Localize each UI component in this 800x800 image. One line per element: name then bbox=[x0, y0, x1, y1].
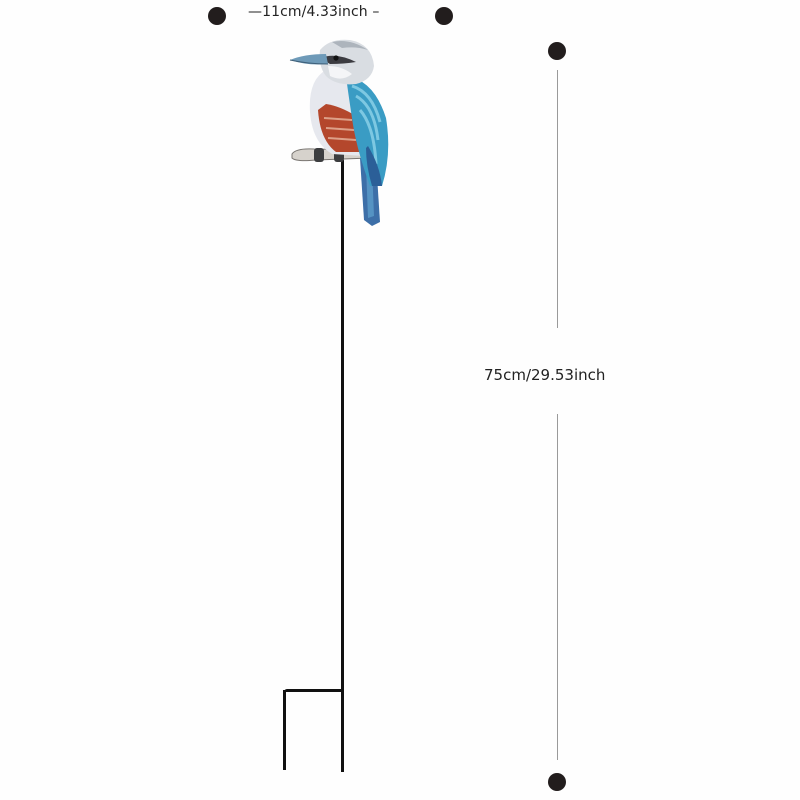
width-dimension-label: —11cm/4.33inch – bbox=[248, 4, 380, 20]
bird-illustration-icon bbox=[289, 39, 389, 226]
stake-main-rod bbox=[341, 160, 344, 772]
width-start-dot bbox=[208, 7, 226, 25]
stake-foot-prong bbox=[283, 690, 286, 770]
height-dimension-label: 75cm/29.53inch bbox=[484, 366, 606, 384]
height-top-dot bbox=[548, 42, 566, 60]
height-line-lower bbox=[557, 414, 558, 760]
stake-crossbar bbox=[284, 689, 344, 692]
height-bottom-dot bbox=[548, 773, 566, 791]
height-line-upper bbox=[557, 70, 558, 328]
width-end-dot bbox=[435, 7, 453, 25]
kookaburra-bird-figure bbox=[286, 36, 398, 232]
